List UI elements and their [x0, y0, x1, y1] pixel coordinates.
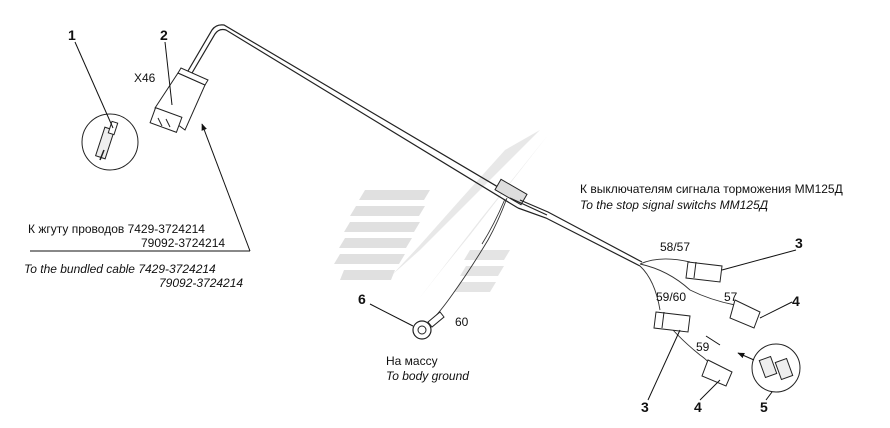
bundled-cable-ru-2: 79092-3724214 — [141, 236, 226, 250]
stop-switches-ru: К выключателям сигнала торможения ММ125Д — [580, 182, 843, 196]
connector-code: X46 — [134, 71, 156, 85]
ground-wire — [429, 197, 508, 323]
bundled-cable-en-1: To the bundled cable 7429-3724214 — [24, 262, 216, 276]
callout-2: 2 — [160, 27, 168, 43]
switch-connector-59-60 — [653, 311, 691, 333]
connector-x46 — [149, 67, 209, 133]
terminal-detail-1 — [81, 113, 139, 171]
wire-label-60: 60 — [455, 315, 469, 329]
callout-4-lower: 4 — [694, 399, 702, 415]
callout-5: 5 — [760, 399, 768, 415]
boot-57 — [729, 299, 761, 329]
callout-3-upper: 3 — [795, 235, 803, 251]
terminal-detail-5 — [751, 343, 801, 393]
wire-label-58-57: 58/57 — [660, 240, 691, 254]
stop-switches-en: To the stop signal switchs ММ125Д — [580, 198, 769, 212]
ground-en: To body ground — [386, 369, 469, 383]
ground-ru: На массу — [386, 354, 438, 368]
wire-label-59-60: 59/60 — [656, 290, 687, 304]
callout-1: 1 — [68, 27, 76, 43]
bundled-cable-en-2: 79092-3724214 — [159, 276, 244, 290]
boot-59 — [701, 359, 733, 387]
wire-label-57: 57 — [724, 290, 738, 304]
bundled-cable-ru-1: К жгуту проводов 7429-3724214 — [28, 222, 205, 236]
ring-terminal-6 — [412, 311, 445, 340]
callout-4-upper: 4 — [792, 293, 800, 309]
leader-lines — [30, 41, 797, 401]
main-harness — [177, 24, 643, 267]
switch-connector-58-57 — [685, 261, 723, 283]
wire-label-59: 59 — [696, 340, 710, 354]
callout-3-lower: 3 — [641, 399, 649, 415]
callout-6: 6 — [358, 291, 366, 307]
watermark-logo — [334, 130, 548, 300]
